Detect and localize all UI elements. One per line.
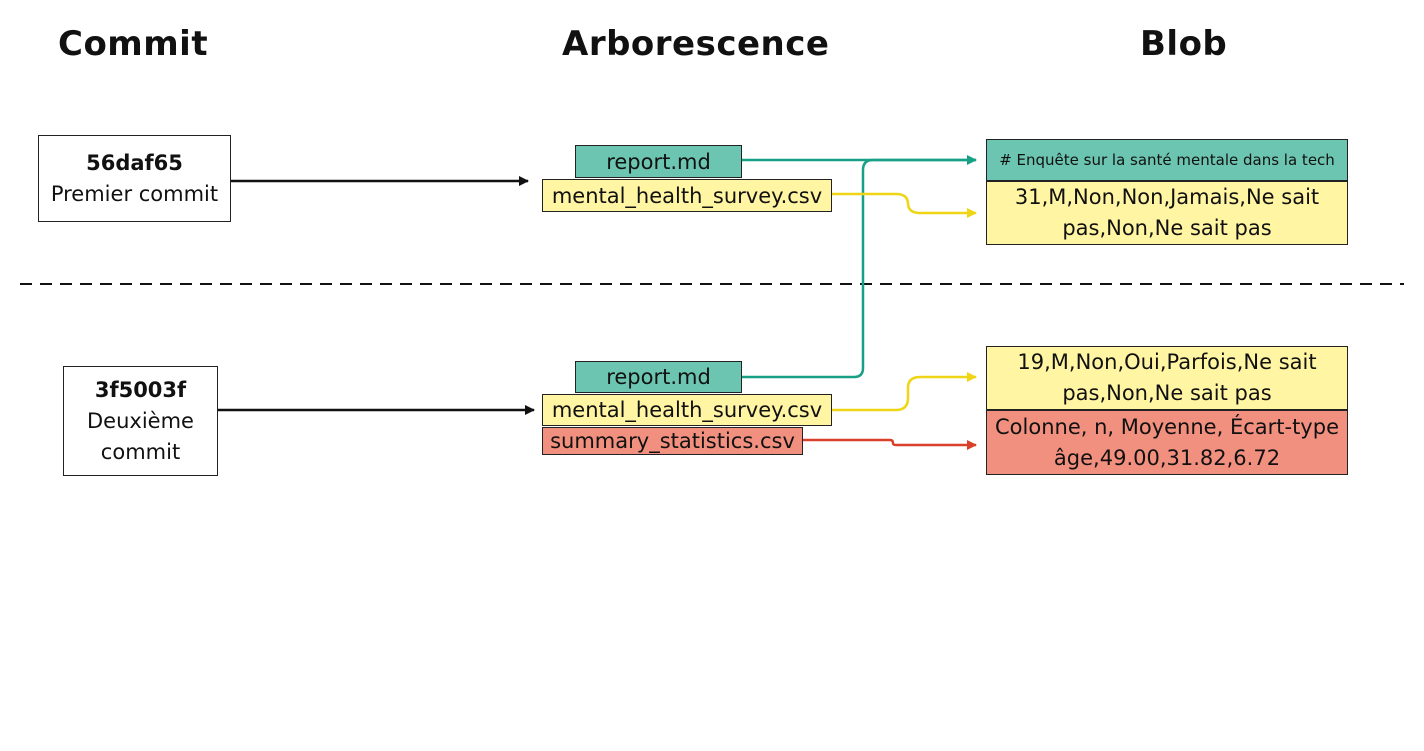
blob-survey-v2-line1: 19,M,Non,Oui,Parfois,Ne sait [1017,350,1317,374]
summary-to-blob-arrow [803,438,977,450]
survey1-to-blob-arrow [832,192,977,218]
blob-survey-v2-line2: pas,Non,Ne sait pas [1062,381,1272,405]
report2-to-blob-arrow [742,158,976,379]
tree1-file-survey-csv[interactable]: mental_health_survey.csv [542,179,832,212]
commit-node-1[interactable]: 56daf65 Premier commit [38,135,231,222]
commit-message-line2: commit [100,439,181,464]
tree2-file-summary-csv[interactable]: summary_statistics.csv [542,427,803,455]
blob-survey-v1[interactable]: 31,M,Non,Non,Jamais,Ne sait pas,Non,Ne s… [986,181,1348,245]
blob-summary-line2: âge,49.00,31.82,6.72 [1053,445,1281,470]
tree-column-header: Arborescence [562,24,830,64]
commit-message-line1: Deuxième [87,408,194,433]
tree2-file-report-md[interactable]: report.md [575,361,742,393]
blob-survey-v1-line2: pas,Non,Ne sait pas [1062,216,1272,240]
blob-report-md[interactable]: # Enquête sur la santé mentale dans la t… [986,139,1348,181]
commit-hash: 56daf65 [86,150,183,175]
blob-summary-line1: Colonne, n, Moyenne, Écart-type [995,414,1339,439]
blob-report-content: # Enquête sur la santé mentale dans la t… [999,151,1335,169]
blob-column-header: Blob [1140,24,1228,64]
survey2-to-blob-arrow [832,372,977,412]
commit-hash: 3f5003f [94,377,187,402]
blob-survey-v2[interactable]: 19,M,Non,Oui,Parfois,Ne sait pas,Non,Ne … [986,346,1348,410]
tree1-file-report-md[interactable]: report.md [575,145,742,178]
tree2-file-survey-csv[interactable]: mental_health_survey.csv [542,394,832,426]
blob-survey-v1-line1: 31,M,Non,Non,Jamais,Ne sait [1014,185,1320,209]
commit-message: Premier commit [50,181,219,206]
blob-summary-stats[interactable]: Colonne, n, Moyenne, Écart-type âge,49.0… [986,410,1348,475]
commit-node-2[interactable]: 3f5003f Deuxième commit [63,366,218,476]
commit-column-header: Commit [58,24,209,64]
